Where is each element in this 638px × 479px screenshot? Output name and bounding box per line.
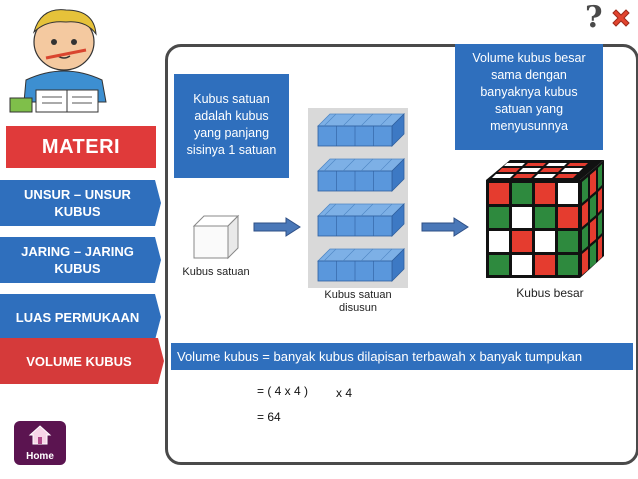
- arrow-right-icon: [253, 217, 301, 237]
- unit-cube-callout: Kubus satuan adalah kubus yang panjang s…: [174, 74, 289, 178]
- nav-jaring-kubus[interactable]: JARING – JARING KUBUS: [0, 237, 161, 283]
- big-cube-callout: Volume kubus besar sama dengan banyaknya…: [455, 44, 603, 150]
- big-cube-caption: Kubus besar: [516, 286, 584, 300]
- arrow-right-icon: [421, 217, 469, 237]
- unit-cube-image: [192, 214, 240, 260]
- home-label: Home: [26, 451, 54, 462]
- student-illustration: [9, 9, 107, 113]
- nav-label: LUAS PERMUKAAN: [15, 309, 140, 325]
- stacked-caption: Kubus satuan disusun: [324, 289, 392, 314]
- nav-label: VOLUME KUBUS: [26, 353, 132, 369]
- calc-line-1b: x 4: [336, 386, 353, 400]
- nav-label: UNSUR – UNSUR KUBUS: [24, 187, 131, 219]
- nav-label: JARING – JARING KUBUS: [21, 244, 134, 276]
- help-icon[interactable]: ?: [585, 0, 603, 35]
- nav-luas-permukaan[interactable]: LUAS PERMUKAAN: [0, 294, 161, 340]
- unit-cube-caption: Kubus satuan: [182, 266, 250, 278]
- close-icon[interactable]: [609, 6, 633, 30]
- materi-header: MATERI: [6, 126, 156, 168]
- big-cube-image: [486, 160, 604, 278]
- stacked-unit-cubes-image: [308, 108, 408, 288]
- nav-unsur-kubus[interactable]: UNSUR – UNSUR KUBUS: [0, 180, 161, 226]
- calc-line-1a: = ( 4 x 4 ): [257, 384, 309, 398]
- calc-line-2: = 64: [257, 410, 281, 424]
- home-button[interactable]: Home: [14, 421, 66, 465]
- nav-volume-kubus[interactable]: VOLUME KUBUS: [0, 338, 164, 384]
- home-icon: [28, 425, 52, 445]
- volume-formula: Volume kubus = banyak kubus dilapisan te…: [171, 343, 633, 370]
